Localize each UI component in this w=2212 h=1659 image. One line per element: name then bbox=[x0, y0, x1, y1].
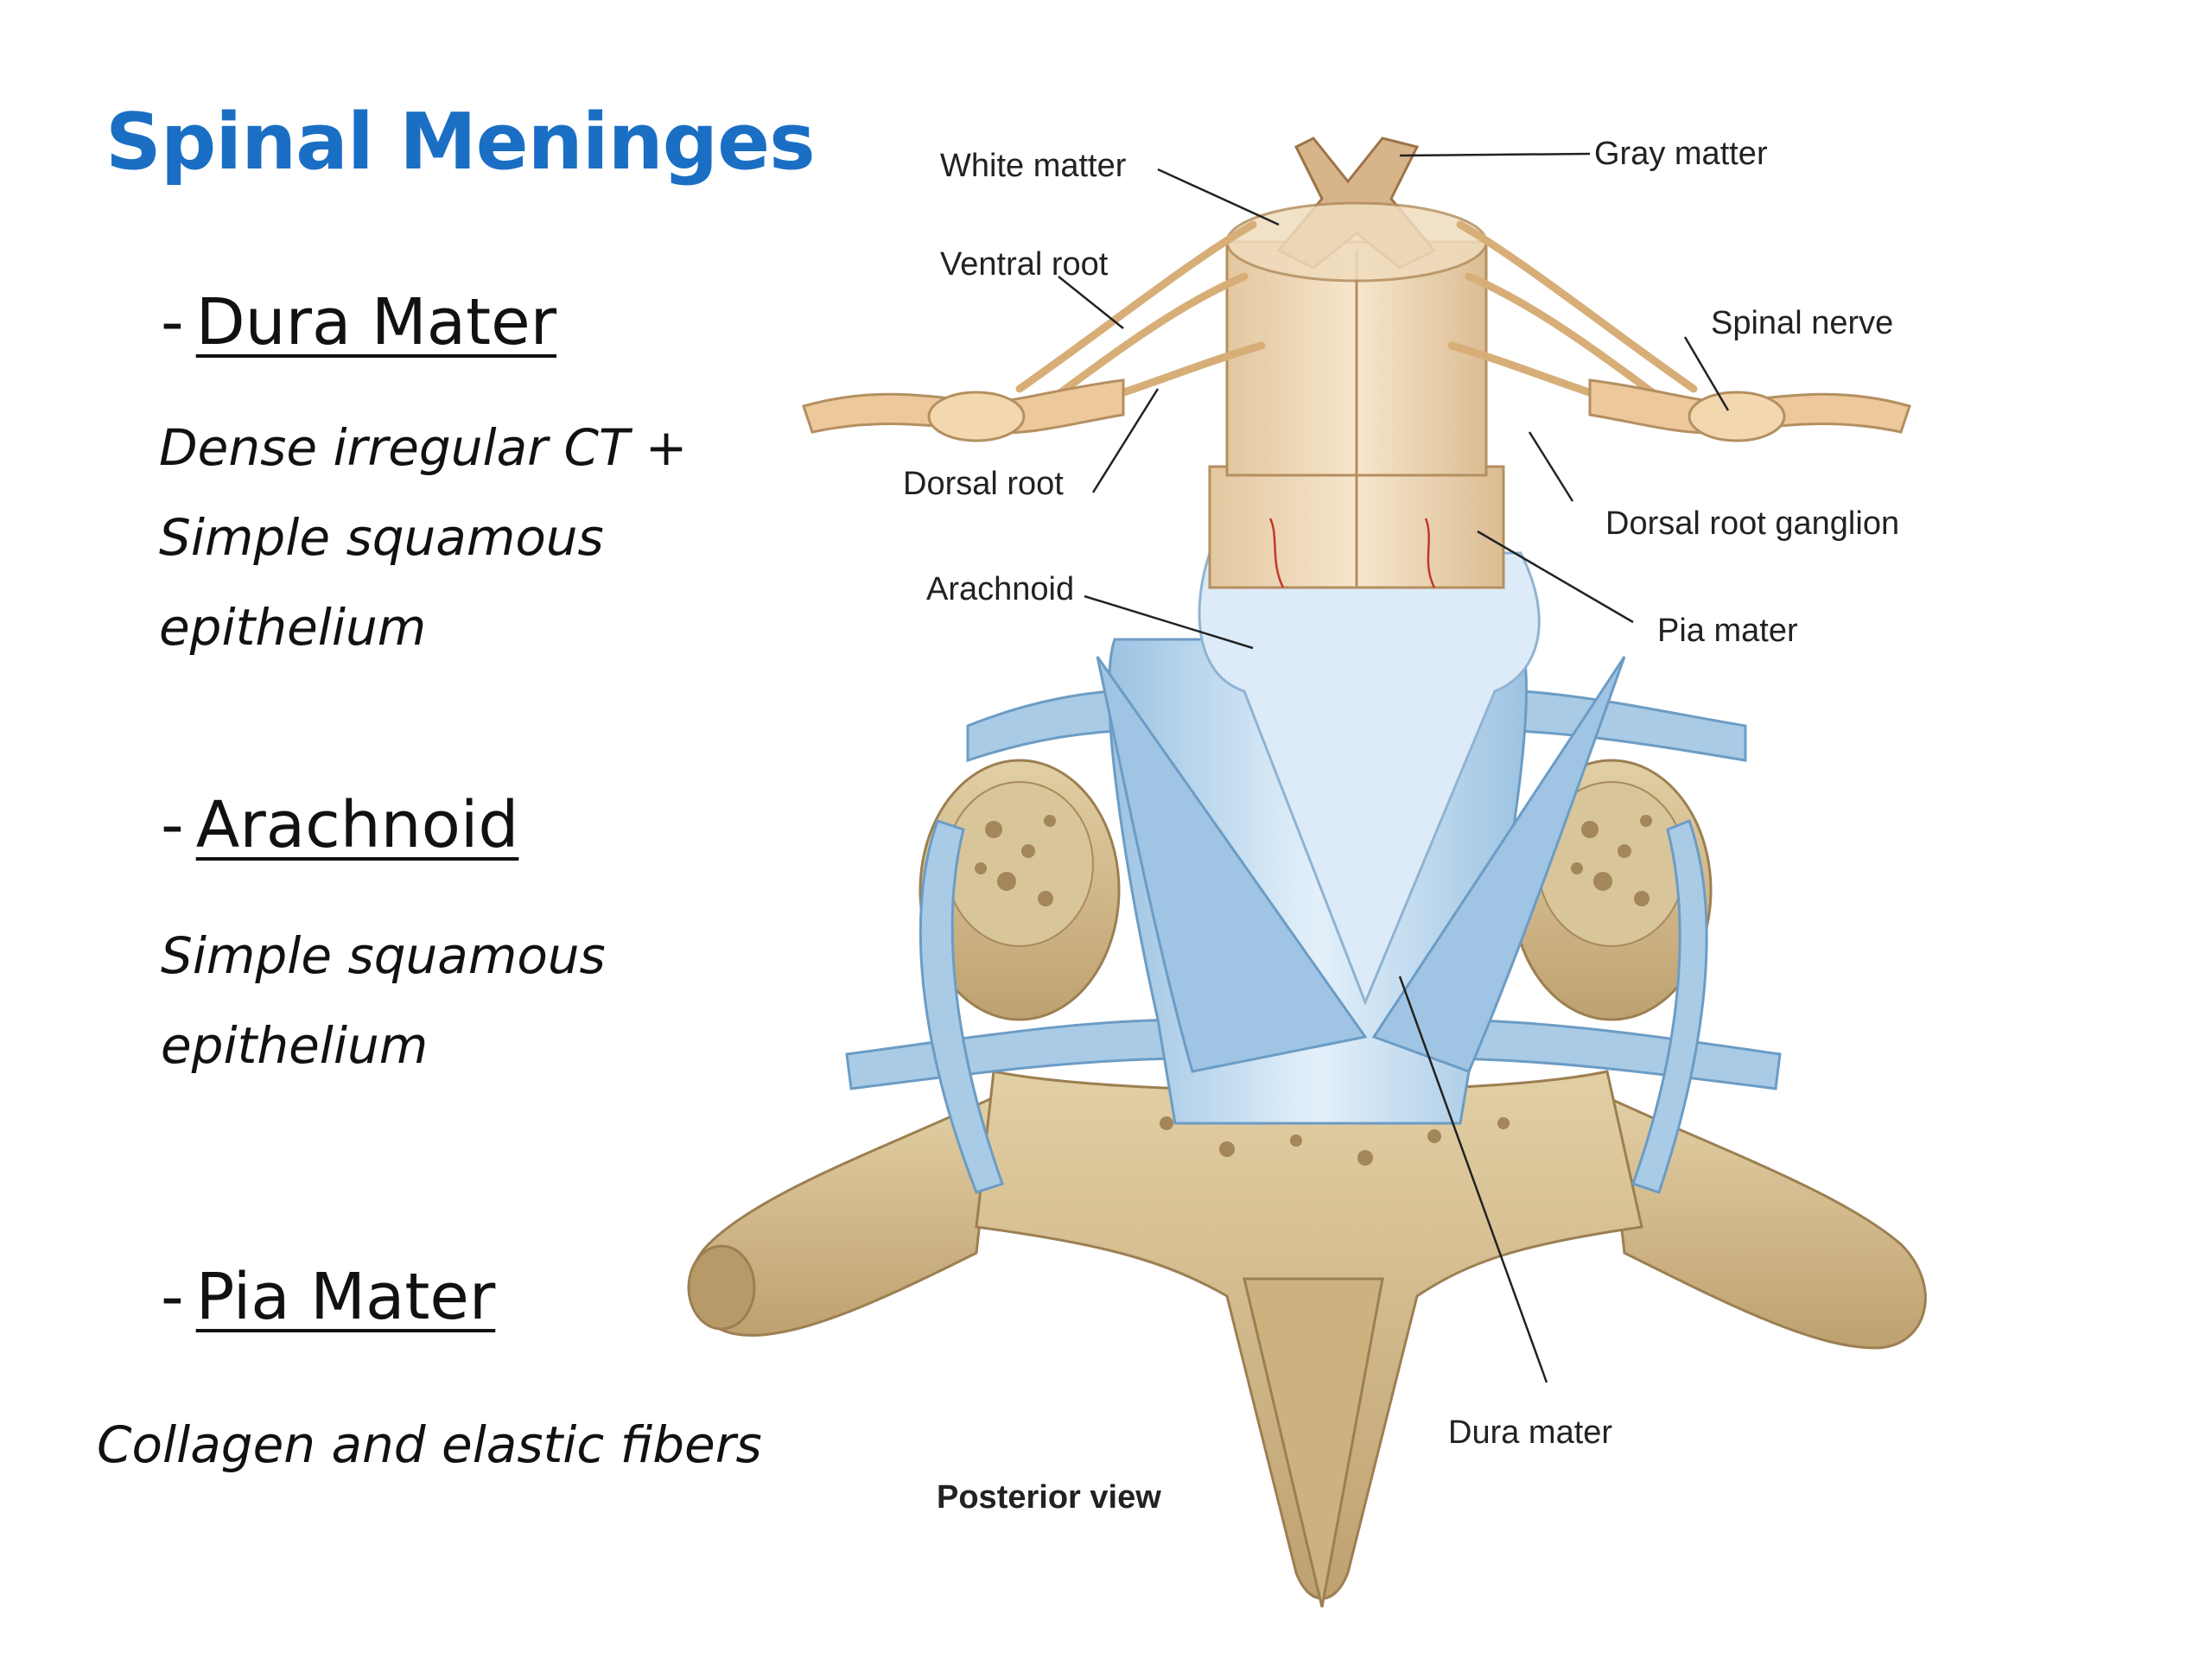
desc-pia-mater: Collagen and elastic fibers bbox=[97, 1415, 762, 1474]
heading-arachnoid: -Arachnoid bbox=[161, 788, 519, 862]
dorsal-root-ganglion-right bbox=[1688, 391, 1786, 442]
transverse-process-left-tip bbox=[687, 1244, 756, 1331]
label-posterior-view: Posterior view bbox=[937, 1479, 1161, 1516]
label-arachnoid: Arachnoid bbox=[926, 571, 1074, 607]
heading-dura-mater: -Dura Mater bbox=[161, 285, 557, 359]
page-title: Spinal Meninges bbox=[105, 97, 816, 188]
label-white-matter: White matter bbox=[940, 148, 1127, 184]
cancellous-bone-pores bbox=[975, 815, 1652, 1166]
spinous-process bbox=[1243, 1277, 1384, 1608]
label-spinal-nerve: Spinal nerve bbox=[1711, 305, 1893, 341]
dura-mater-flap-left bbox=[1096, 656, 1368, 1073]
arachnoid-layer bbox=[1198, 551, 1541, 1007]
label-gray-matter: Gray matter bbox=[1594, 136, 1768, 172]
heading-dura-mater-text: Dura Mater bbox=[195, 285, 557, 359]
vertebra bbox=[687, 759, 1927, 1608]
label-pia-mater: Pia mater bbox=[1657, 613, 1798, 649]
heading-pia-mater: -Pia Mater bbox=[161, 1260, 496, 1334]
vertebral-body-left-cancellous bbox=[945, 781, 1094, 947]
leader-lines bbox=[1058, 152, 1730, 1383]
label-dorsal-root-ganglion: Dorsal root ganglion bbox=[1605, 505, 1899, 542]
heading-pia-mater-text: Pia Mater bbox=[195, 1260, 496, 1334]
desc-dura-mater: Dense irregular CT + Simple squamous epi… bbox=[159, 418, 688, 657]
label-dura-mater: Dura mater bbox=[1448, 1414, 1612, 1451]
pia-blood-vessels bbox=[1268, 518, 1436, 588]
label-ventral-root: Ventral root bbox=[940, 246, 1109, 283]
label-dorsal-root: Dorsal root bbox=[903, 466, 1064, 502]
dura-mater-flap-right bbox=[1371, 656, 1626, 1073]
transverse-process-right bbox=[1605, 1095, 1927, 1350]
cord-cross-section bbox=[1225, 201, 1488, 283]
heading-arachnoid-text: Arachnoid bbox=[195, 788, 519, 862]
dorsal-root-ganglion-left bbox=[927, 391, 1026, 442]
desc-arachnoid: Simple squamous epithelium bbox=[161, 926, 606, 1075]
